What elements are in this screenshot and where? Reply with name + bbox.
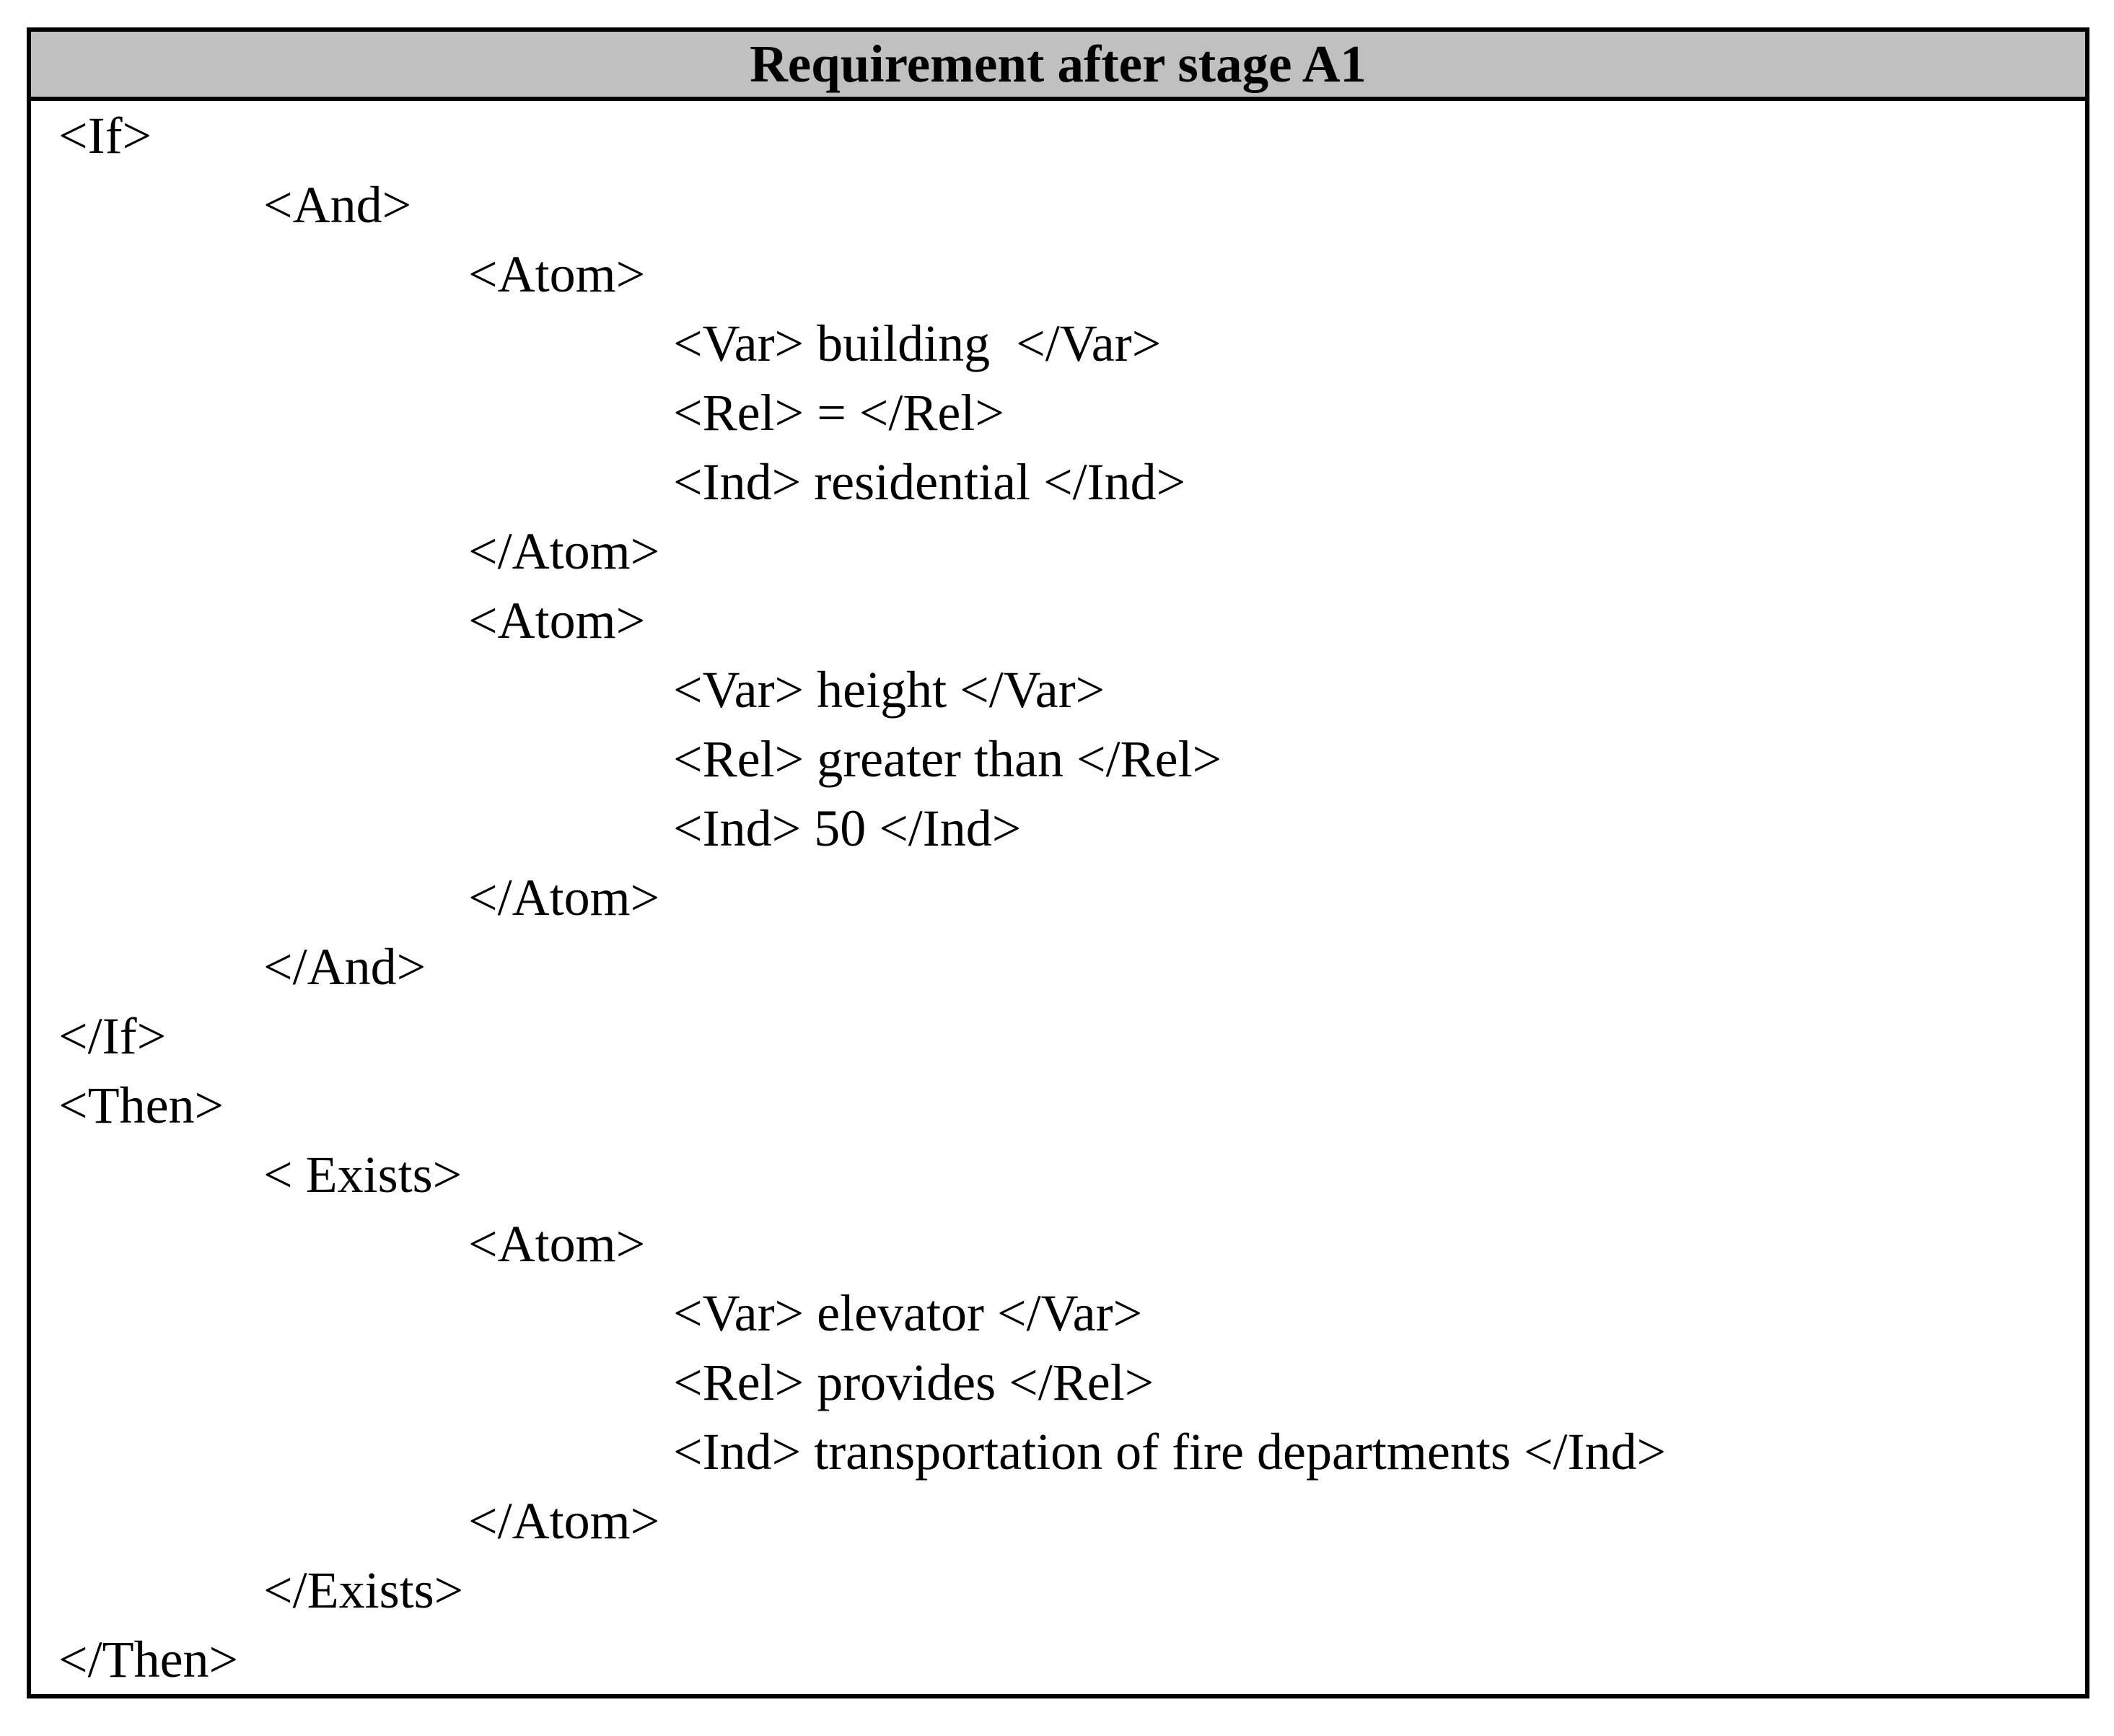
code-line: <Var> building </Var>: [673, 315, 1162, 372]
code-line: <Rel> greater than </Rel>: [673, 730, 1222, 788]
code-line: <Then>: [58, 1077, 224, 1134]
code-line: </If>: [58, 1007, 167, 1065]
code-line: <Atom>: [468, 592, 646, 649]
table-body: <If> <And> <Atom> <Var> building </Var> <Rel…: [31, 101, 2085, 1694]
code-line: </And>: [263, 938, 426, 996]
code-line: <Var> elevator </Var>: [673, 1284, 1143, 1342]
code-line: <Ind> 50 </Ind>: [673, 799, 1022, 857]
code-line: </Atom>: [468, 869, 660, 926]
code-line: <And>: [263, 176, 412, 234]
table-title: Requirement after stage A1: [750, 35, 1367, 93]
code-line: <Var> height </Var>: [673, 661, 1105, 719]
code-line: </Atom>: [468, 522, 660, 580]
code-line: <If>: [58, 107, 152, 165]
code-line: <Atom>: [468, 1215, 646, 1273]
requirement-table: Requirement after stage A1 <If> <And> <Ato…: [27, 27, 2089, 1698]
code-line: <Rel> = </Rel>: [673, 384, 1004, 442]
code-line: <Atom>: [468, 245, 646, 303]
code-line: </Exists>: [263, 1561, 464, 1619]
code-line: </Then>: [58, 1631, 239, 1688]
code-line: <Ind> residential </Ind>: [673, 453, 1186, 511]
code-line: <Rel> provides </Rel>: [673, 1354, 1154, 1411]
code-line: <Ind> transportation of fire departments…: [673, 1423, 1667, 1481]
code-line: < Exists>: [263, 1146, 462, 1204]
table-header: Requirement after stage A1: [31, 32, 2085, 101]
code-line: </Atom>: [468, 1492, 660, 1550]
